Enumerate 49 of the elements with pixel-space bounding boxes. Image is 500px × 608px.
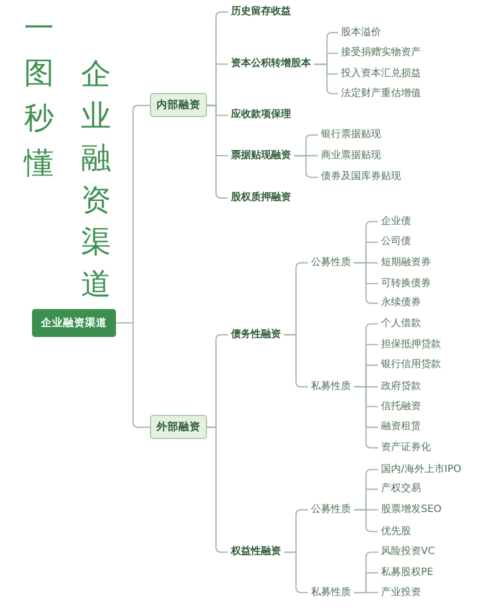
branch-label: 票据贴现融资 xyxy=(228,148,294,163)
item-label: 银行信用贷款 xyxy=(378,358,444,372)
item-label: 优先股 xyxy=(378,524,414,539)
item-label: 融资租赁 xyxy=(378,420,424,434)
item-label: 担保抵押贷款 xyxy=(378,338,444,352)
connector-line xyxy=(354,509,378,532)
item-label: 债券及国库券贴现 xyxy=(318,170,404,184)
branch-label: 应收款项保理 xyxy=(228,108,294,122)
connector-line xyxy=(116,322,150,428)
item-label: 接受捐赠实物资产 xyxy=(338,46,424,60)
tagline-text: 一图秒懂 xyxy=(23,10,55,183)
item-label: 股本溢价 xyxy=(338,26,384,40)
item-label: 资产证券化 xyxy=(378,440,434,455)
category-label: 公募性质 xyxy=(308,256,354,270)
item-label: 风险投资VC xyxy=(378,545,438,560)
item-label: 个人借款 xyxy=(378,316,424,331)
connector-line xyxy=(314,64,338,94)
branch-box: 外部融资 xyxy=(150,415,207,440)
branch-label: 股权质押融资 xyxy=(228,190,294,205)
item-label: 股票增发SEO xyxy=(378,502,445,517)
connector-line xyxy=(354,592,378,594)
item-label: 企业债 xyxy=(378,214,414,229)
item-label: 政府贷款 xyxy=(378,380,424,394)
item-label: 产业投资 xyxy=(378,586,424,600)
item-label: 可转换债券 xyxy=(378,276,434,291)
item-label: 公司债 xyxy=(378,235,414,250)
item-label: 投入资本汇兑损益 xyxy=(338,66,424,81)
branch-label: 资本公积转增股本 xyxy=(228,57,314,72)
item-label: 银行票据贴现 xyxy=(318,128,384,142)
branch-box: 内部融资 xyxy=(150,93,207,118)
branch-label: 债务性融资 xyxy=(228,328,284,342)
category-label: 公募性质 xyxy=(308,502,354,517)
item-label: 国内/海外上市IPO xyxy=(378,462,464,477)
branch-label: 历史留存收益 xyxy=(228,5,294,19)
category-label: 私募性质 xyxy=(308,586,354,600)
item-label: 商业票据贴现 xyxy=(318,148,384,163)
item-label: 永续债券 xyxy=(378,296,424,310)
item-label: 信托融资 xyxy=(378,400,424,414)
category-label: 私募性质 xyxy=(308,380,354,394)
branch-label: 权益性融资 xyxy=(228,545,284,560)
connector-line xyxy=(354,262,378,304)
connector-line xyxy=(354,386,378,448)
title-text: 企业融资渠道 xyxy=(80,56,112,304)
item-label: 法定财产重估增值 xyxy=(338,86,424,101)
connector-line xyxy=(294,155,318,178)
topic-box: 企业融资渠道 xyxy=(32,308,116,337)
item-label: 短期融资券 xyxy=(378,256,434,270)
item-label: 产权交易 xyxy=(378,482,424,496)
item-label: 私募股权PE xyxy=(378,566,436,580)
